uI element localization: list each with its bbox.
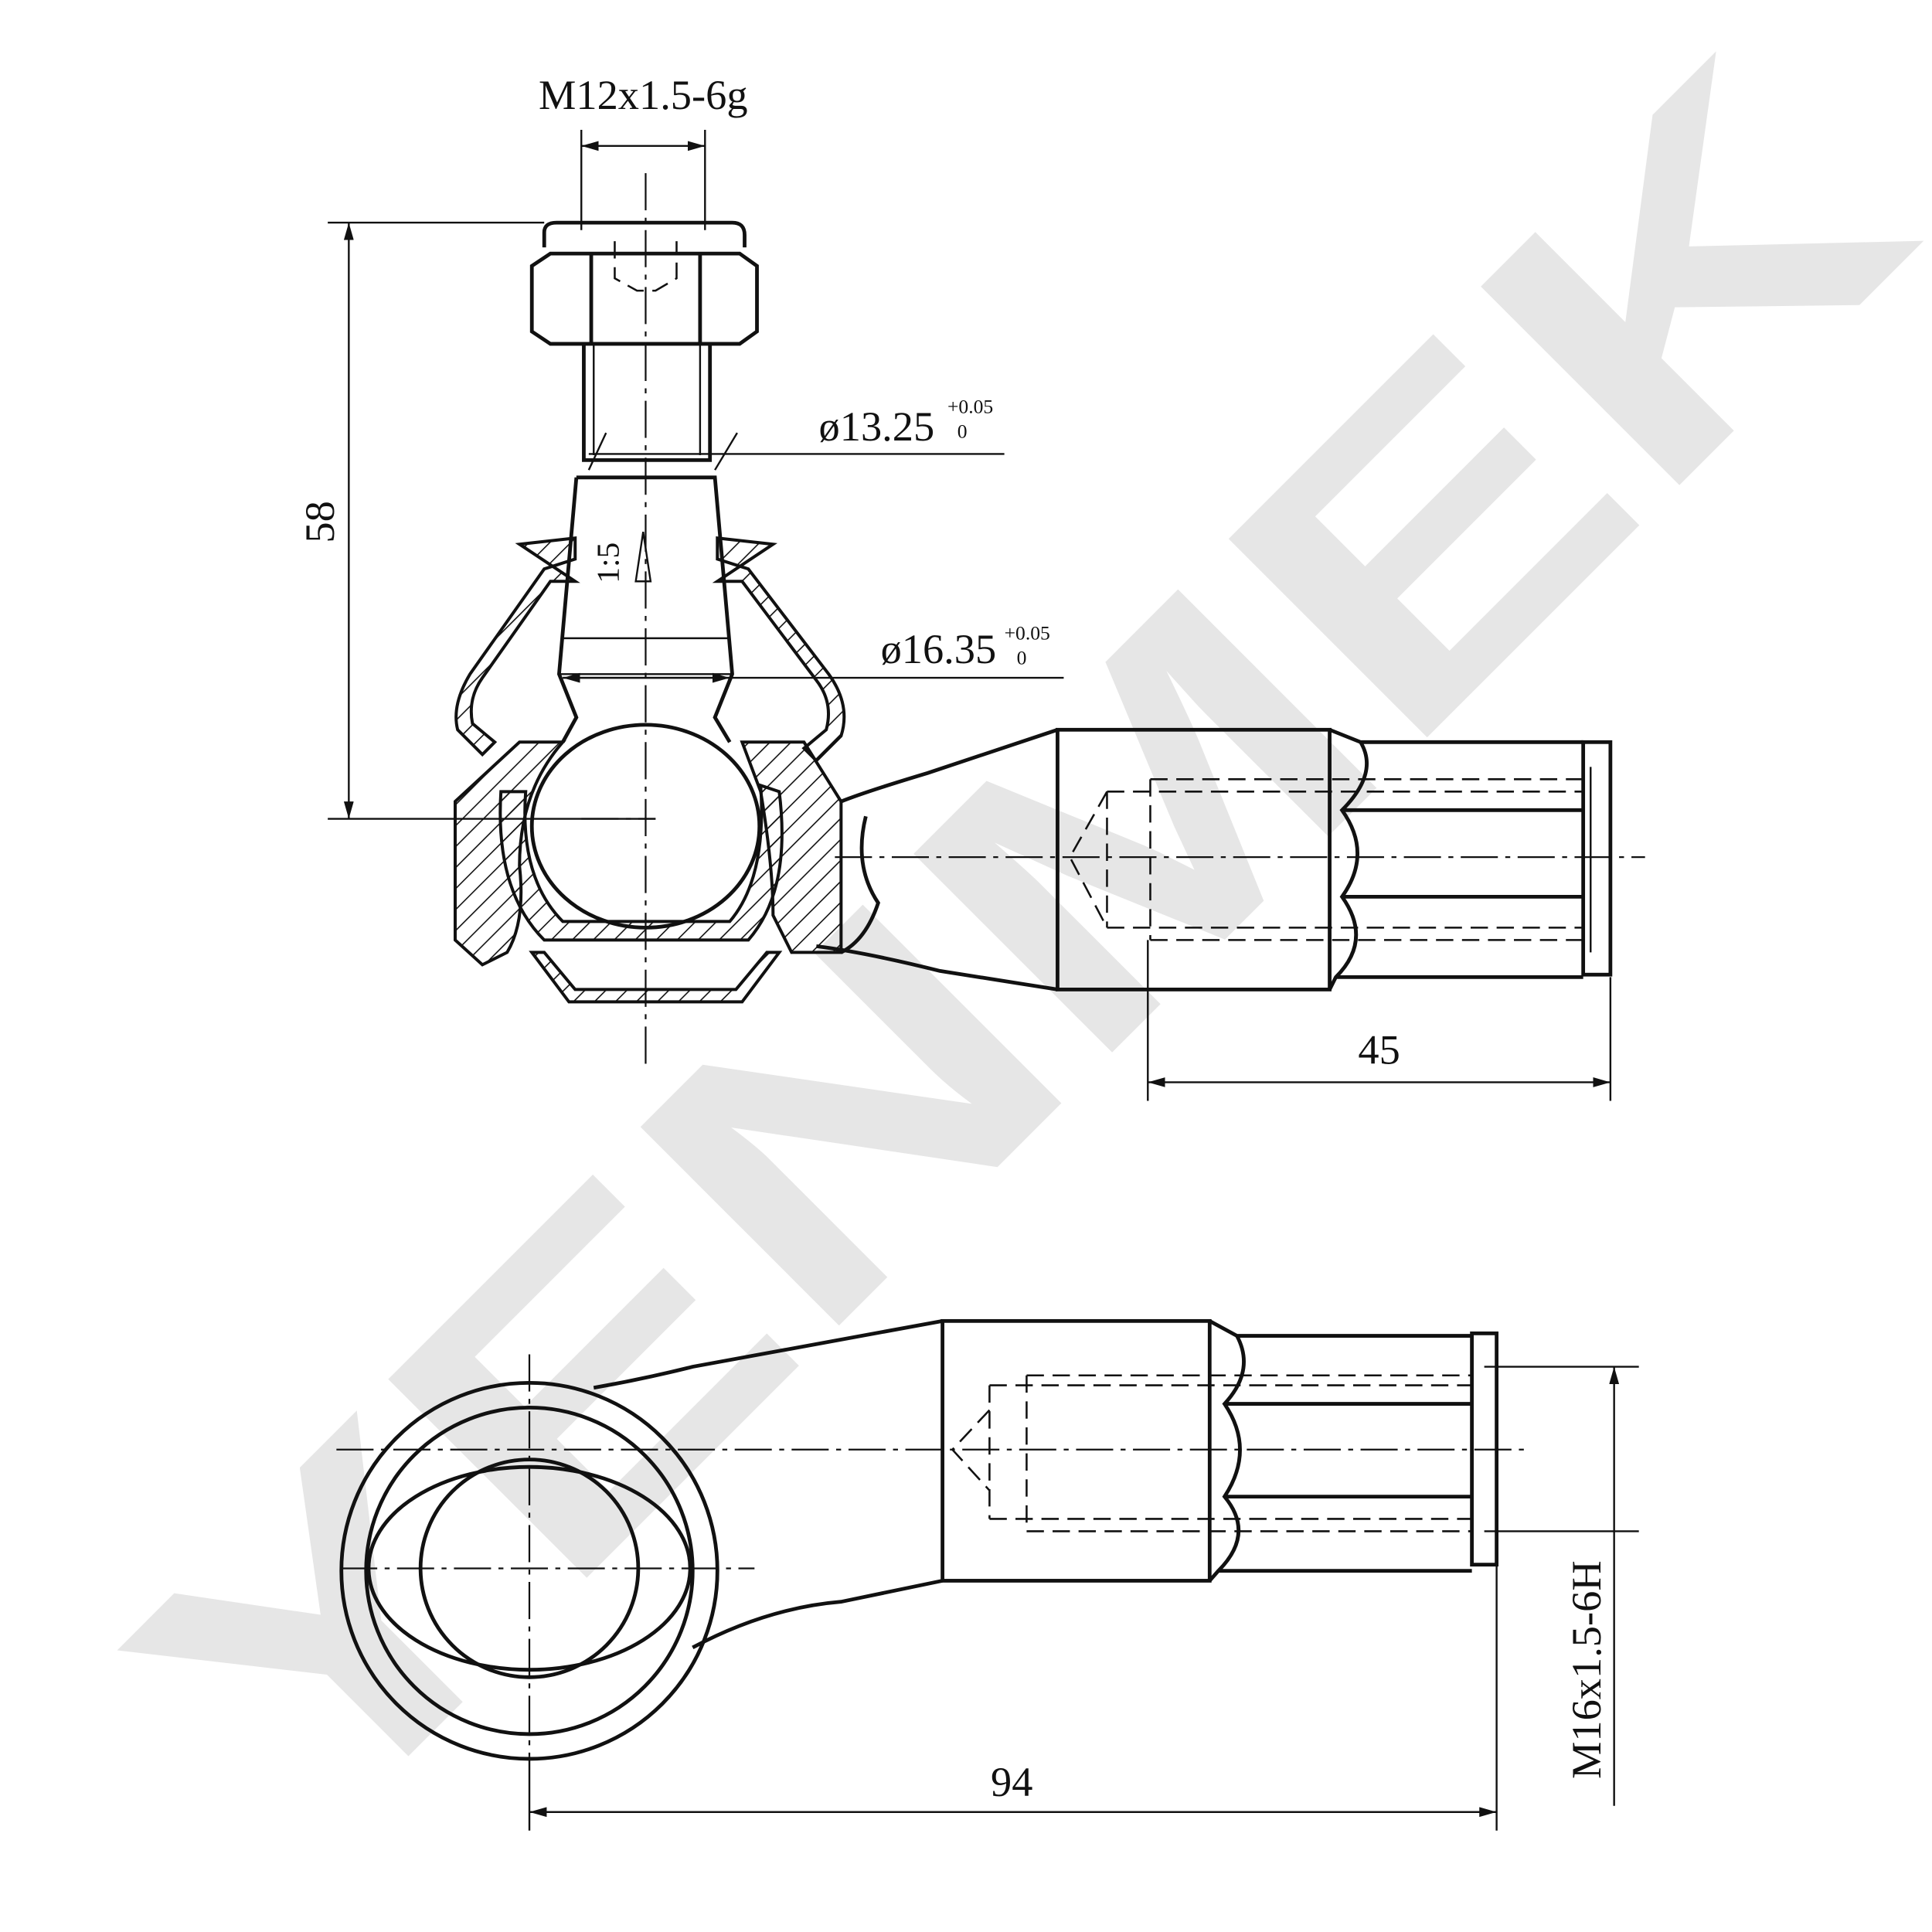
dim-taper-small: ø13.25 +0.05 0	[587, 396, 1005, 471]
stud-thread-label: M12x1.5-6g	[539, 72, 748, 118]
hex-socket	[1208, 1319, 1472, 1583]
taper-large-label: ø16.35	[881, 626, 997, 672]
dim-stud-thread: M12x1.5-6g	[539, 72, 748, 230]
tol-lower: 0	[1017, 646, 1027, 668]
watermark-logo: YENMEK	[48, 0, 1932, 1917]
bottom-cover	[529, 951, 783, 1004]
taper-small-label: ø13.25	[819, 403, 935, 450]
bearing-seat	[498, 783, 784, 942]
tol-upper: +0.05	[947, 396, 993, 418]
stud-thread	[582, 343, 713, 462]
hidden-thread	[951, 1374, 1472, 1532]
section-view	[453, 173, 1645, 1064]
hex-nut	[529, 251, 759, 346]
inner-thread-label: M16x1.5-6H	[1563, 1560, 1610, 1779]
height-label: 58	[297, 501, 343, 543]
overall-length-label: 94	[991, 1759, 1032, 1805]
shank-body	[1056, 727, 1332, 992]
arm-outline	[816, 728, 1059, 992]
nut-cap	[542, 220, 747, 248]
end-flange	[1581, 740, 1613, 977]
dim-taper-ratio: 1:5	[590, 532, 652, 583]
tol-upper: +0.05	[1005, 621, 1050, 644]
hidden-thread	[1068, 778, 1583, 941]
dim-inner-thread: M16x1.5-6H	[1484, 1366, 1639, 1806]
dim-overall-length: 94	[528, 1564, 1498, 1831]
dim-thread-depth: 45	[1147, 940, 1612, 1101]
rubber-boot	[454, 536, 580, 757]
arm-outline	[593, 1318, 944, 1650]
dim-taper-large: ø16.35 +0.05 0	[563, 621, 1064, 683]
taper-ratio-label: 1:5	[590, 543, 626, 583]
dim-height: 58	[297, 221, 656, 820]
shank-body	[940, 1318, 1212, 1583]
plan-view	[336, 1318, 1528, 1761]
tol-lower: 0	[957, 420, 968, 443]
thread-depth-label: 45	[1358, 1026, 1400, 1073]
svg-text:YENMEK: YENMEK	[48, 0, 1932, 1917]
